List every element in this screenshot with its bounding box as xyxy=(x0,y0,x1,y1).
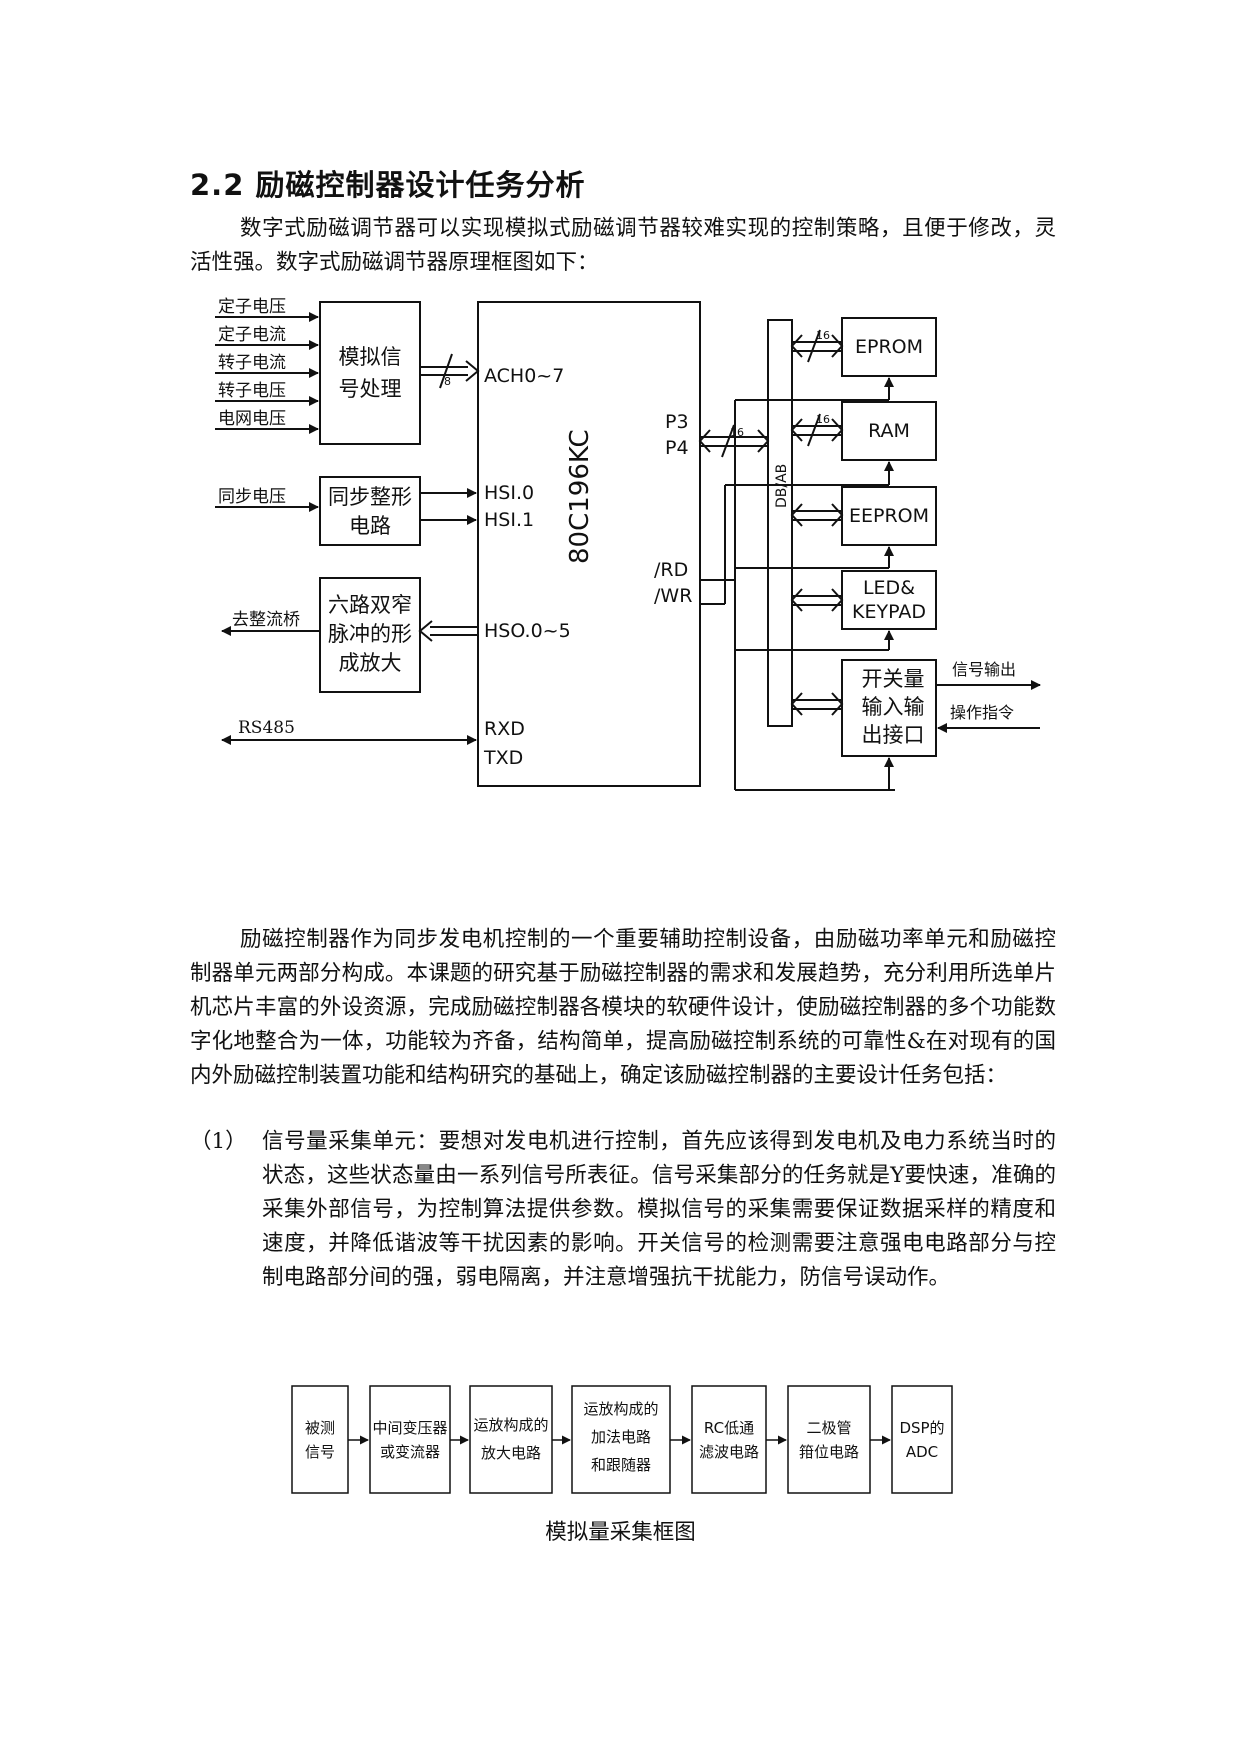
bus-width-label: 16 xyxy=(730,426,744,439)
bus-width-label: 8 xyxy=(444,375,451,388)
flow-block xyxy=(691,1385,767,1494)
intro-paragraph: 数字式励磁调节器可以实现模拟式励磁调节器较难实现的控制策略，且便于修改，灵活性强… xyxy=(190,212,1056,280)
flow-block-line: 运放构成的 xyxy=(583,1400,658,1418)
sync-input-label: 同步电压 xyxy=(218,487,286,507)
flow-block-line: 加法电路 xyxy=(591,1428,651,1446)
command-input-label: 操作指令 xyxy=(950,703,1014,722)
intro-text: 数字式励磁调节器可以实现模拟式励磁调节器较难实现的控制策略，且便于修改，灵活性强… xyxy=(190,216,1056,275)
flow-block-line: RC低通 xyxy=(704,1419,754,1437)
input-label: 转子电压 xyxy=(218,381,286,401)
sync-block-line: 电路 xyxy=(349,514,391,538)
flow-block-line: ADC xyxy=(906,1443,938,1461)
pulse-block-line: 六路双窄 xyxy=(328,593,412,617)
flow-block-line: 二极管 xyxy=(806,1419,851,1437)
flow-block-line: 运放构成的 xyxy=(473,1416,548,1434)
figure-caption: 模拟量采集框图 xyxy=(545,1520,696,1545)
switch-block-line: 开关量 xyxy=(862,667,925,691)
ram-label: RAM xyxy=(868,420,910,442)
db-ab-bus xyxy=(767,319,793,727)
pin-p4: P4 xyxy=(665,437,689,459)
analog-block-line: 模拟信 xyxy=(339,345,402,369)
flow-block xyxy=(469,1385,553,1494)
bus-width-label: 16 xyxy=(816,413,830,426)
sync-shaping-block xyxy=(319,476,421,546)
input-label: 定子电压 xyxy=(218,297,286,317)
bus-label: DB/AB xyxy=(774,464,790,508)
pin-hsi0: HSI.0 xyxy=(484,482,534,504)
input-label: 电网电压 xyxy=(218,409,286,429)
body-paragraph: 励磁控制器作为同步发电机控制的一个重要辅助控制设备，由励磁功率单元和励磁控制器单… xyxy=(190,923,1056,1093)
regulator-block-diagram: 定子电压 定子电流 转子电流 转子电压 电网电压 同步电压 去整流桥 RS485… xyxy=(215,297,1041,791)
flow-block xyxy=(891,1385,953,1494)
led-label: LED& xyxy=(863,577,915,599)
flow-block xyxy=(369,1385,451,1494)
pin-rxd: RXD xyxy=(484,718,525,740)
flow-block-line: 和跟随器 xyxy=(591,1456,651,1474)
flow-block-line: 箝位电路 xyxy=(799,1443,859,1461)
pin-p3: P3 xyxy=(665,411,689,433)
analog-block-line: 号处理 xyxy=(339,377,402,401)
input-label: 定子电流 xyxy=(218,325,286,345)
cpu-block xyxy=(477,301,701,787)
list-number: （1） xyxy=(190,1129,247,1154)
led-label: KEYPAD xyxy=(852,601,926,623)
signal-output-label: 信号输出 xyxy=(952,660,1016,679)
pin-ach: ACH0~7 xyxy=(484,365,564,387)
sync-block-line: 同步整形 xyxy=(328,485,412,509)
flow-block-line: DSP的 xyxy=(899,1419,944,1437)
bus-width-label: 16 xyxy=(816,329,830,342)
body-text: 励磁控制器作为同步发电机控制的一个重要辅助控制设备，由励磁功率单元和励磁控制器单… xyxy=(190,927,1056,1088)
flow-block xyxy=(291,1385,349,1494)
cpu-label: 80C196KC xyxy=(565,429,595,564)
section-heading: 2.2 励磁控制器设计任务分析 xyxy=(190,168,586,202)
pulse-block-line: 脉冲的形 xyxy=(328,622,412,646)
pin-rd: /RD xyxy=(654,559,688,581)
pulse-block-line: 成放大 xyxy=(339,651,402,675)
list-item-text: 信号量采集单元：要想对发电机进行控制，首先应该得到发电机及电力系统当时的状态，这… xyxy=(262,1129,1056,1290)
pulse-output-label: 去整流桥 xyxy=(232,610,300,630)
pin-txd: TXD xyxy=(483,747,523,769)
pin-hsi1: HSI.1 xyxy=(484,509,534,531)
pulse-forming-block xyxy=(319,577,421,693)
switch-block-line: 输入输 xyxy=(862,695,925,719)
flow-block-line: 中间变压器 xyxy=(372,1419,447,1437)
task-list: （1） 信号量采集单元：要想对发电机进行控制，首先应该得到发电机及电力系统当时的… xyxy=(190,1125,1056,1295)
eprom-label: EPROM xyxy=(855,336,923,358)
pin-hso: HSO.0~5 xyxy=(484,620,571,642)
flow-block-line: 放大电路 xyxy=(481,1444,541,1462)
analog-processing-block xyxy=(319,301,421,445)
input-label: 转子电流 xyxy=(218,353,286,373)
rs485-label: RS485 xyxy=(238,718,295,738)
eeprom-label: EEPROM xyxy=(849,505,929,527)
pin-wr: /WR xyxy=(654,585,692,607)
flow-block-line: 被测 xyxy=(305,1419,335,1437)
flow-block-line: 或变流器 xyxy=(380,1443,440,1461)
switch-block-line: 出接口 xyxy=(862,723,925,747)
flow-block-line: 滤波电路 xyxy=(699,1443,759,1461)
flow-block-line: 信号 xyxy=(305,1443,335,1461)
analog-acquisition-diagram: 被测 信号 中间变压器 或变流器 运放构成的 放大电路 运放构成的 加法电路 和… xyxy=(291,1385,953,1494)
flow-block xyxy=(787,1385,871,1494)
